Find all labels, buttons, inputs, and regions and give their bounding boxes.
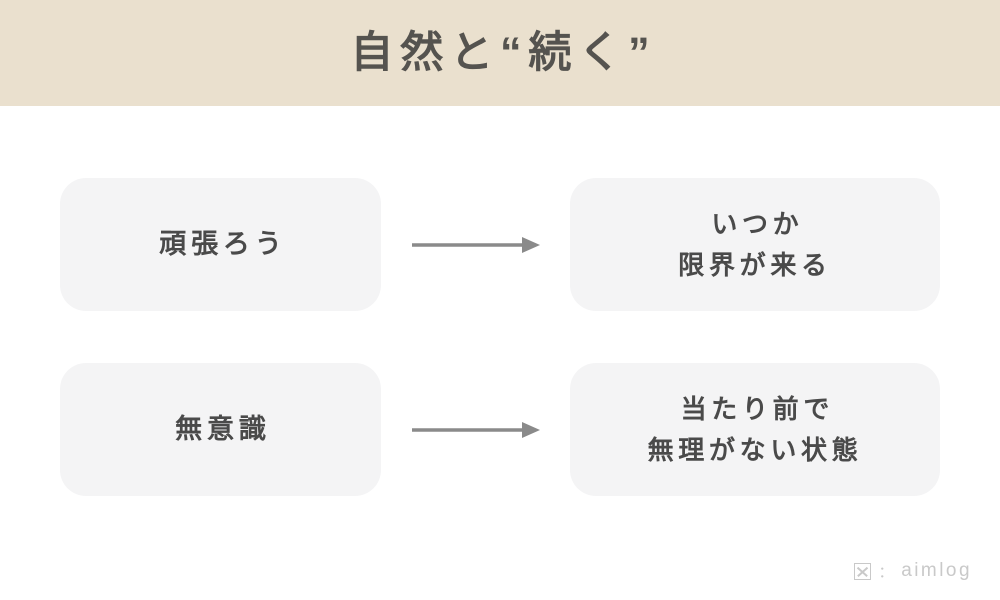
flow-card-left-label: 無意識 <box>175 413 271 444</box>
flow-card-right: いつか 限界が来る <box>570 178 940 311</box>
header-band: 自然と“続く” <box>0 0 1000 106</box>
flow-card-right-label: 当たり前で 無理がない状態 <box>647 394 863 465</box>
credit-separator: ： <box>878 563 895 581</box>
flow-card-right: 当たり前で 無理がない状態 <box>570 363 940 496</box>
flow-card-left-label: 頑張ろう <box>159 228 287 259</box>
page-title: 自然と“続く” <box>350 28 657 77</box>
flow-card-left: 無意識 <box>60 363 381 496</box>
flow-card-left: 頑張ろう <box>60 178 381 311</box>
arrow-right-icon <box>412 236 540 253</box>
credit-name: aimlog <box>901 560 972 581</box>
credit-watermark: ： aimlog <box>854 560 972 582</box>
missing-glyph-box-icon <box>854 562 872 580</box>
flow-card-right-label: いつか 限界が来る <box>678 209 832 280</box>
arrow-right-icon <box>412 421 540 438</box>
flow-diagram: 頑張ろう いつか 限界が来る 無意識 当たり前で 無理がない状態 <box>0 106 1000 600</box>
flow-row: 無意識 当たり前で 無理がない状態 <box>60 363 940 496</box>
flow-row: 頑張ろう いつか 限界が来る <box>60 178 940 311</box>
